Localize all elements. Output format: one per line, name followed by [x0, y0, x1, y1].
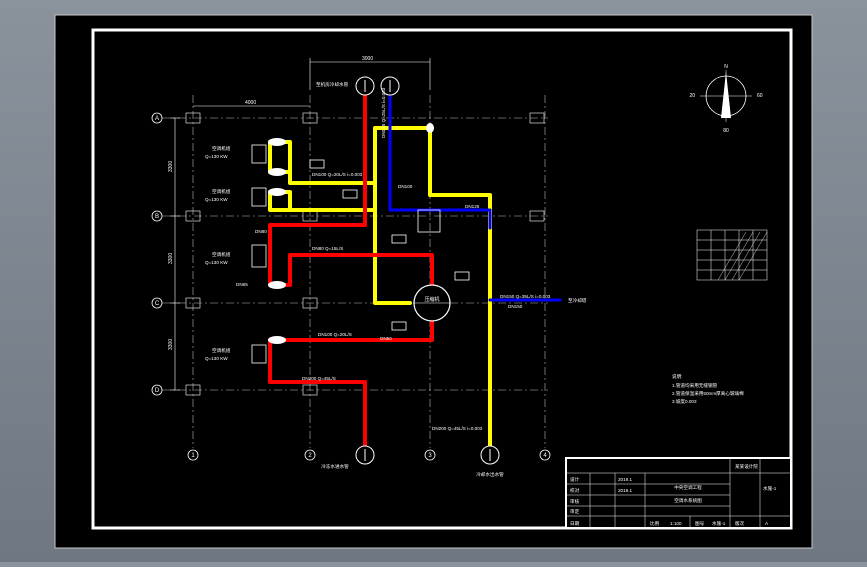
tb-bottom-6: A: [765, 521, 769, 526]
pipe-label-3: DN80 Q=15L/S: [312, 246, 343, 251]
axis-label-3: 3: [428, 453, 432, 459]
compressor-label: 压缩机: [424, 296, 439, 303]
notes-line2: 2.管道保温采用50mm厚离心玻璃棉: [672, 390, 744, 397]
pipe-label-2: DN125 Q=25L/S i=0.003: [381, 87, 386, 138]
axis-label-a: A: [155, 116, 159, 122]
tb-bottom-1: 比例: [650, 520, 660, 527]
tb-row-4: 审定: [570, 508, 580, 515]
dn-label-3: DN80: [255, 229, 267, 234]
label-bottom-right: 冷却水出水管: [476, 471, 504, 478]
tb-bottom-4: 水施-1: [712, 520, 726, 527]
dn-label-4: DN150: [508, 304, 523, 309]
pipe-label-6: DN200 Q=45L/S: [302, 376, 336, 381]
drawing-border: [91, 28, 793, 530]
title-block: 设计 校对 审核 审定 日期 2019.1 2019.1 中央空调工程 空调水系…: [565, 457, 792, 529]
label-right-outlet: 至冷却塔: [568, 297, 587, 304]
unit-c-label: 空调机组: [212, 251, 231, 258]
tb-row-5: 日期: [570, 521, 580, 527]
dim-left: 4000: [245, 100, 256, 106]
label-top-inlet: 至机房冷却水管: [316, 81, 349, 88]
compass-north: N: [724, 64, 728, 70]
tb-bottom-5: 版次: [735, 520, 745, 527]
tb-date-1: 2019.1: [618, 477, 632, 482]
dn-label-6: DN50: [380, 336, 392, 341]
unit-d-spec: Q=130 KW: [205, 356, 228, 361]
axis-label-b: B: [155, 214, 159, 220]
pipe-yellow-2: [268, 181, 377, 212]
pipe-yellow-3: [373, 208, 412, 305]
pipe-label-4: DN150 Q=35L/S i=0.003: [500, 294, 551, 299]
dimension-lines: [170, 58, 431, 391]
unit-a-label: 空调机组: [212, 145, 231, 152]
tb-project: 中央空调工程: [674, 484, 702, 491]
compass-right: 60: [757, 93, 763, 99]
legend-grid: [696, 229, 768, 281]
compressor: 压缩机: [413, 284, 451, 322]
pipe-bottom-spec: DN200 Q=45L/S i=0.003: [432, 426, 483, 431]
pipe-red-2: [268, 318, 434, 450]
dn-label-5: DN65: [236, 282, 248, 287]
unit-b-spec: Q=130 KW: [205, 197, 228, 202]
tb-bottom-3: 图号: [695, 521, 705, 527]
compass-left: 20: [689, 93, 695, 99]
tb-company: 某某设计院: [735, 463, 758, 470]
unit-d-label: 空调机组: [212, 347, 231, 354]
pipe-yellow-4: [428, 126, 492, 450]
axis-bubbles: [151, 112, 551, 461]
tb-row-2: 校对: [570, 487, 580, 494]
pipe-yellow-1: [268, 126, 432, 185]
dn-label-2: DN125: [465, 204, 480, 209]
valves: [268, 123, 434, 344]
tb-row-1: 设计: [570, 476, 580, 483]
axis-label-d: D: [155, 388, 160, 394]
notes-line1: 1.管道均采用无缝钢管: [672, 382, 718, 389]
dim-top: 3000: [362, 56, 373, 62]
dim-height-b: 3300: [168, 253, 174, 264]
notes-line3: 3.坡度0.003: [672, 398, 697, 405]
tb-row-3: 审核: [570, 498, 580, 505]
axis-labels: A B C D 1 2 3 4: [155, 116, 548, 459]
unit-a-spec: Q=130 KW: [205, 154, 228, 159]
equipment: [251, 144, 470, 364]
column-markers: [185, 112, 545, 396]
label-bottom-left: 冷冻水进水管: [321, 463, 349, 470]
axis-label-2: 2: [308, 453, 312, 459]
notes: 说明: 1.管道均采用无缝钢管 2.管道保温采用50mm厚离心玻璃棉 3.坡度0…: [672, 373, 744, 405]
tb-sheet: 水施-1: [763, 485, 777, 492]
dim-height-c: 3300: [168, 339, 174, 350]
compass-bottom: 80: [723, 128, 729, 134]
pipe-label-5: DN100 Q=20L/S: [318, 332, 352, 337]
dimension-text: 3000 4000 3300 3300 3300: [168, 56, 373, 350]
pipe-labels: 至机房冷却水管 冷冻水进水管 冷却水出水管 至冷却塔 空调机组 Q=130 KW…: [205, 81, 587, 478]
dn-label-1: DN100: [398, 184, 413, 189]
terminal-arrows: [364, 80, 491, 461]
axis-label-c: C: [155, 301, 160, 307]
notes-title: 说明:: [672, 373, 682, 380]
unit-b-label: 空调机组: [212, 188, 231, 195]
unit-c-spec: Q=130 KW: [205, 260, 228, 265]
dim-height-a: 3300: [168, 161, 174, 172]
tb-bottom-2: 1:100: [670, 521, 682, 526]
axis-label-1: 1: [191, 453, 195, 459]
axis-label-4: 4: [543, 453, 547, 459]
compass: N 20 60 80: [689, 64, 762, 134]
pipe-label-1: DN100 Q=20L/S i=0.003: [312, 172, 363, 177]
tb-date-2: 2019.1: [618, 488, 632, 493]
tb-drawing-title: 空调水系统图: [674, 497, 702, 504]
